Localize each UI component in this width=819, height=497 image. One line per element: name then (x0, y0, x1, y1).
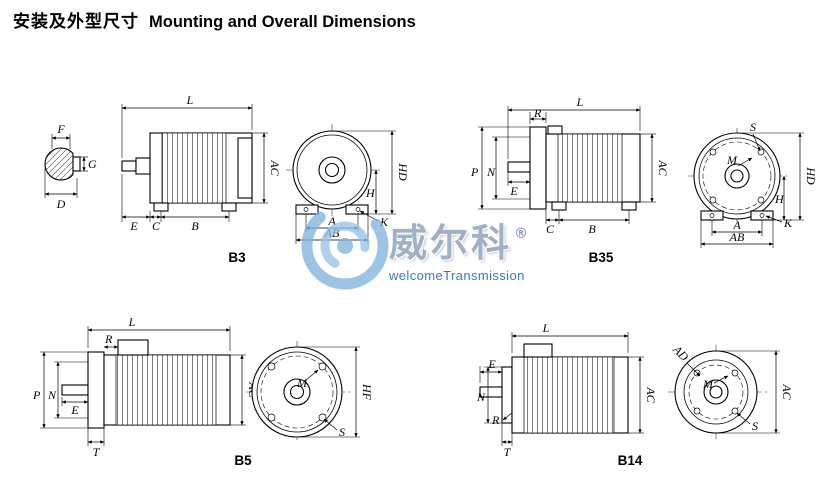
b35-dim-label-E: E (509, 184, 518, 198)
b35-dim-label-H: H (774, 192, 785, 206)
b3-dim-label-F: F (56, 122, 65, 136)
b35-foot-front (551, 201, 567, 211)
b14-front-view: AD M AC S (668, 342, 794, 439)
b5-dim-label-T: T (93, 445, 101, 459)
b5-dim-label-N: N (47, 388, 57, 402)
b5-caption: B5 (234, 453, 252, 468)
b35-dim-label-B: B (588, 222, 596, 236)
b35-dim-label-P: P (470, 165, 479, 179)
b14-dim-label-N: N (476, 390, 486, 404)
b5-shaft (61, 384, 89, 396)
b35-caption: B35 (589, 250, 614, 265)
b5-dim-label-S: S (339, 425, 345, 439)
b3-dim-label-B: B (191, 219, 199, 233)
b35-diagram: L R P N E AC (470, 95, 818, 265)
b3-dim-label-AB: AB (324, 226, 340, 240)
b35-lifting-lug (547, 125, 563, 135)
b14-dim-label-AD: AD (670, 342, 692, 364)
b3-shaft-section-view: F G D (44, 122, 97, 211)
b14-dim-label-E: E (487, 357, 496, 371)
b5-dim-label-L: L (128, 315, 136, 329)
b14-dim-label-S: S (752, 419, 758, 433)
b35-dim-label-L: L (576, 95, 584, 109)
b3-dim-label-H: H (365, 186, 376, 200)
b3-shaft (121, 160, 137, 172)
b35-foot-rear (621, 201, 637, 211)
b14-dim-label-R: R (491, 413, 500, 427)
b5-dim-label-M: M (296, 376, 308, 390)
b5-front-view: M HF S (246, 341, 374, 443)
b35-flange (529, 126, 547, 210)
b5-flange (87, 351, 105, 429)
b5-cooling-fins (115, 354, 217, 426)
b14-diagram: L E N R T AC (476, 321, 794, 468)
b3-cooling-fins (161, 132, 227, 204)
b14-dim-label-AC-front: AC (780, 383, 794, 400)
b14-caption: B14 (618, 453, 643, 468)
b3-diagram: F G D L (44, 93, 410, 265)
b3-front-view: HD H K A AB (286, 124, 410, 244)
b3-dim-label-HD: HD (396, 162, 410, 181)
b35-cooling-fins (557, 133, 623, 203)
page-title-english: Mounting and Overall Dimensions (149, 13, 416, 31)
b35-dim-label-A: A (732, 218, 741, 232)
page-title-chinese: 安装及外型尺寸 (13, 12, 139, 32)
b5-terminal-box (117, 339, 149, 356)
b14-cooling-fins (523, 356, 615, 434)
b5-dim-label-R: R (104, 332, 113, 346)
b3-dim-label-D: D (56, 197, 66, 211)
b5-dim-label-E: E (70, 403, 79, 417)
b35-dim-label-HD: HD (804, 166, 818, 185)
b5-side-view: L R P N E AC T (32, 315, 260, 459)
b3-dim-label-K: K (379, 215, 389, 229)
b35-dim-label-AB: AB (729, 230, 745, 244)
b35-dim-label-N: N (486, 165, 496, 179)
b3-side-view: L AC E C B (121, 93, 282, 233)
b35-dim-label-S: S (750, 120, 756, 134)
b3-dim-label-C: C (152, 219, 161, 233)
b3-shaft-shoulder (135, 157, 151, 175)
b3-caption: B3 (228, 250, 246, 265)
b14-dim-label-M: M (702, 377, 714, 391)
b3-dim-label-E: E (129, 219, 138, 233)
b14-dim-label-L: L (542, 321, 550, 335)
b14-terminal-box (523, 343, 553, 358)
b35-dim-label-K: K (783, 216, 793, 230)
b35-side-view: L R P N E AC (470, 95, 670, 236)
b14-dim-label-AC-side: AC (644, 386, 658, 403)
b3-shaft-section (44, 147, 74, 181)
b3-dim-label-G: G (88, 157, 97, 171)
b35-dim-label-M: M (726, 153, 738, 167)
b35-front-view: S M HD H K A AB (688, 120, 818, 248)
b3-key (72, 156, 81, 172)
b3-foot-front (153, 202, 169, 212)
b14-dim-label-T: T (504, 445, 512, 459)
b35-dim-label-R: R (533, 106, 542, 120)
page-header: 安装及外型尺寸 Mounting and Overall Dimensions (13, 7, 416, 32)
b5-dim-label-HF: HF (360, 383, 374, 401)
b35-dim-label-AC: AC (656, 159, 670, 176)
b3-dim-label-L: L (186, 93, 194, 107)
b35-dim-label-C: C (546, 222, 555, 236)
b5-dim-label-P: P (32, 388, 41, 402)
b35-shaft (507, 161, 531, 173)
b3-end-bell (237, 137, 253, 199)
b3-foot-rear (221, 202, 237, 212)
b5-diagram: L R P N E AC T (32, 315, 374, 468)
b14-side-view: L E N R T AC (476, 321, 658, 459)
b3-dim-label-AC: AC (268, 159, 282, 176)
